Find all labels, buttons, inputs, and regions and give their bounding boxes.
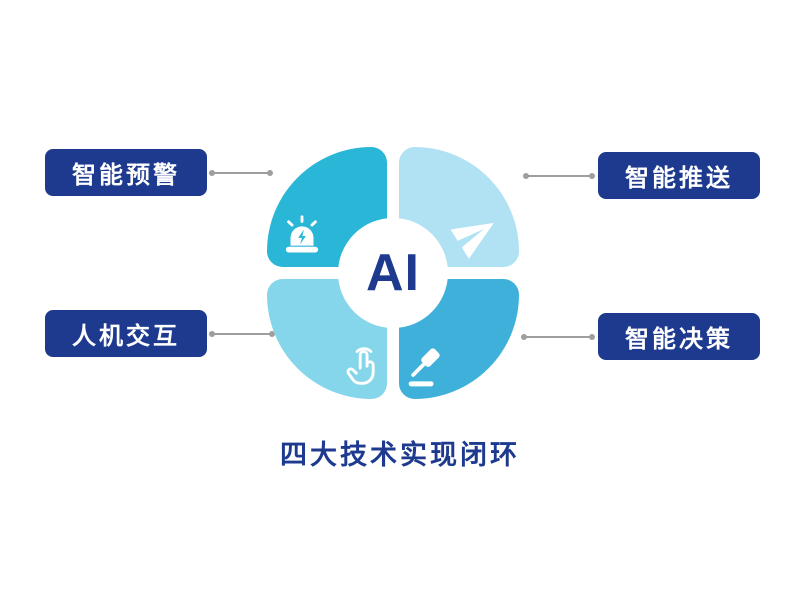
node-label-bottom-left: 人机交互: [45, 310, 207, 357]
node-label-bottom-right: 智能决策: [598, 313, 760, 360]
center-ai-label: AI: [366, 244, 420, 302]
connector-line-top-left: [209, 170, 273, 176]
touch-gesture-icon: [346, 347, 375, 385]
paper-plane-icon: [450, 222, 494, 259]
connector-line-bottom-right: [521, 334, 595, 340]
node-label-top-right: 智能推送: [598, 152, 760, 199]
connector-line-bottom-left: [209, 331, 275, 337]
siren-icon: [285, 215, 319, 253]
gavel-icon: [408, 348, 440, 387]
ring-center: AI: [338, 218, 448, 328]
caption: 四大技术实现闭环: [280, 440, 520, 470]
ai-ring: AI: [267, 147, 519, 399]
node-label-top-left: 智能预警: [45, 149, 207, 196]
connector-line-top-right: [523, 173, 595, 179]
